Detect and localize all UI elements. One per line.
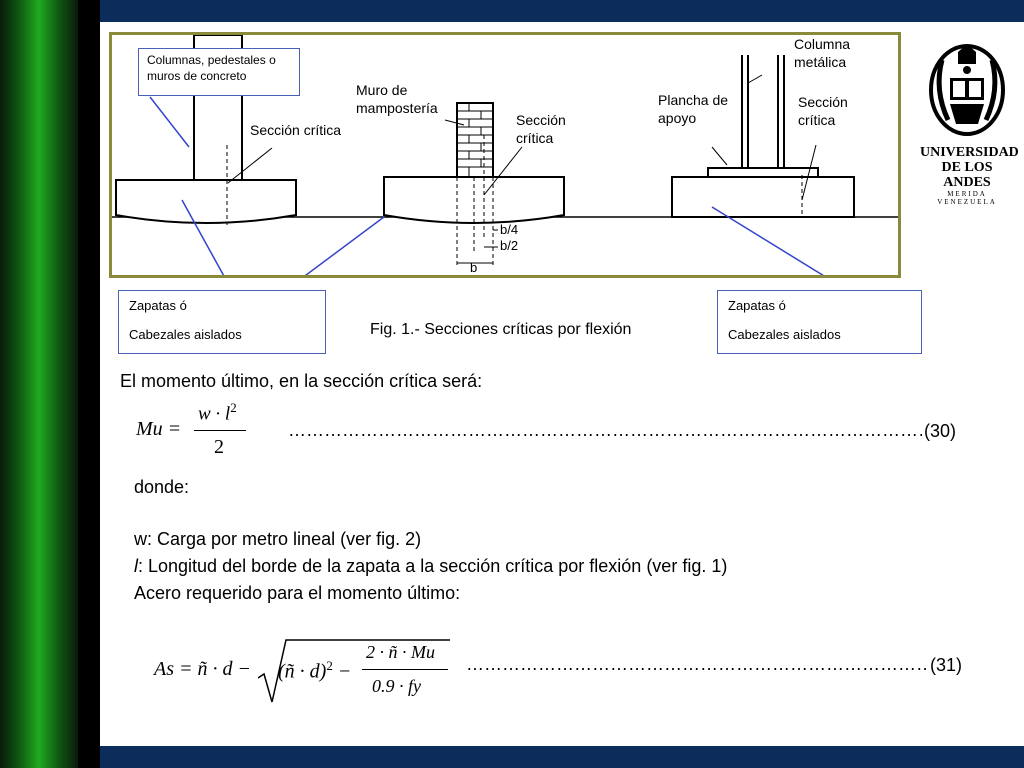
footing-diagram: [112, 35, 898, 275]
eq30-denominator: 2: [214, 436, 224, 458]
equation-30: Mu = w · l2 2: [136, 396, 266, 466]
eq31-dots: ……………………………………………………………………………………………………………: [466, 654, 928, 674]
muro-label: Muro de mampostería: [356, 82, 438, 116]
columna-metalica-label: Columna metálica: [794, 36, 851, 70]
seccion-critica-label-1: Sección crítica: [250, 122, 342, 138]
l-definition: l: Longitud del borde de la zapata a la …: [134, 553, 727, 580]
eq31-lhs: As = ñ · d −: [154, 658, 251, 680]
eq31-numerator: 2 · ñ · Mu: [366, 642, 435, 662]
masonry-wall: [456, 102, 494, 178]
eq31-term1: (ñ · d)2 −: [278, 658, 352, 683]
eq30-numerator: w · l2: [198, 400, 237, 425]
left-green-bar: [0, 0, 78, 768]
callout-columnas: Columnas, pedestales o muros de concreto: [138, 48, 300, 96]
b4-label: b/4: [500, 222, 519, 237]
plancha-label: Plancha de apoyo: [658, 92, 729, 126]
left-black-strip: [78, 0, 100, 768]
university-seal-icon: [929, 44, 1005, 136]
acero-text: Acero requerido para el momento último:: [134, 583, 461, 603]
b-label: b: [470, 260, 478, 275]
seccion-critica-label-3: Sección crítica: [798, 94, 848, 128]
eq30-number: (30): [924, 421, 957, 441]
logo-line3: MERIDA VENEZUELA: [937, 190, 997, 206]
l-definition-text: : Longitud del borde de la zapata a la s…: [138, 556, 728, 576]
callout-zapatas-left: Zapatas ó Cabezales aislados: [118, 290, 326, 354]
w-definition: w: Carga por metro lineal (ver fig. 2): [134, 529, 422, 549]
intro-text: El momento último, en la sección crítica…: [120, 371, 483, 391]
eq30-lhs: Mu =: [136, 418, 182, 440]
equation-31: As = ñ · d − (ñ · d)2 − 2 · ñ · Mu 0.9 ·…: [154, 636, 454, 706]
callout-zapatas-right: Zapatas ó Cabezales aislados: [717, 290, 922, 354]
top-band: [100, 0, 1024, 22]
l-symbol: l: [134, 556, 138, 576]
logo-line2: DE LOS ANDES: [941, 160, 993, 190]
bottom-band: [100, 746, 1024, 768]
callout-left-line1: Zapatas ó: [129, 298, 187, 313]
sqrt-symbol: [258, 639, 450, 703]
callout-right-line1: Zapatas ó: [728, 298, 786, 313]
logo-line1: UNIVERSIDAD: [920, 145, 1019, 160]
donde-text: donde:: [134, 477, 190, 497]
eq31-fraction-bar: [362, 669, 448, 670]
university-logo: UNIVERSIDAD DE LOS ANDES MERIDA VENEZUEL…: [920, 40, 1019, 206]
eq30-fraction-bar: [194, 430, 246, 431]
seccion-critica-label-2: Sección crítica: [516, 112, 566, 146]
figure-caption: Fig. 1.- Secciones críticas por flexión: [370, 321, 632, 338]
b2-label: b/2: [500, 238, 519, 253]
eq31-denominator: 0.9 · fy: [372, 676, 421, 696]
figure-frame: Sección crítica Muro de mampostería Secc…: [109, 32, 901, 278]
callout-left-line2: Cabezales aislados: [129, 327, 242, 342]
eq31-number: (31): [930, 655, 963, 675]
eq30-dots: ……………………………………………………………………………………………………………: [288, 420, 922, 440]
callout-right-line2: Cabezales aislados: [728, 327, 841, 342]
